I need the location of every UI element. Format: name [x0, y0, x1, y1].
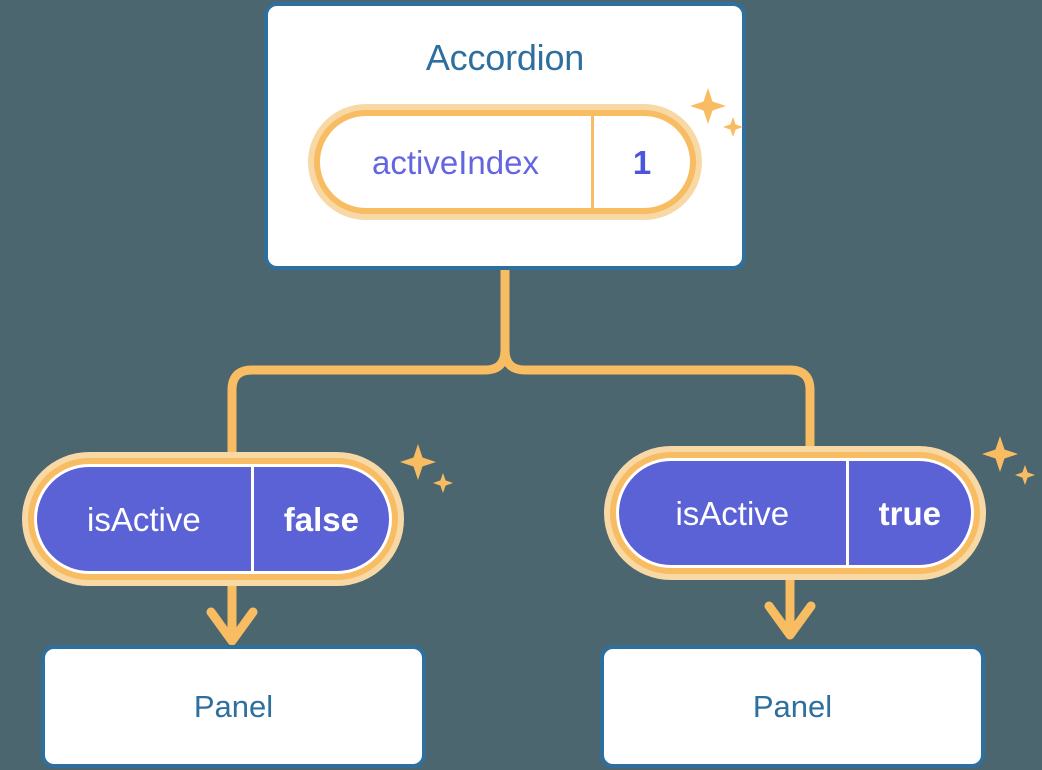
state-pill-active-index[interactable]: activeIndex 1	[308, 104, 702, 220]
state-key-label: isActive	[37, 467, 254, 571]
panel-component-card-left: Panel	[41, 645, 426, 768]
state-key-label: isActive	[619, 461, 849, 565]
state-pill-ring: activeIndex 1	[314, 110, 696, 214]
state-pill-ring: isActive true	[610, 452, 980, 574]
panel-card-title: Panel	[193, 689, 274, 724]
arrow-head-left	[206, 607, 258, 646]
state-value-label: true	[878, 494, 941, 532]
state-pill-body: isActive true	[616, 458, 974, 568]
state-value-label: false	[283, 500, 359, 538]
state-pill-body: isActive false	[34, 464, 392, 574]
arrow-head-right	[764, 601, 816, 640]
state-value-label: 1	[632, 143, 652, 181]
connector-to-left-pill	[227, 265, 510, 457]
accordion-card-title: Accordion	[425, 37, 585, 78]
state-pill-body: activeIndex 1	[320, 116, 690, 208]
state-pill-is-active-left[interactable]: isActive false	[22, 452, 404, 586]
connector-to-right-pill	[500, 265, 815, 451]
state-pill-is-active-right[interactable]: isActive true	[604, 446, 986, 580]
sparkle-icon	[400, 444, 453, 493]
sparkle-icon	[982, 436, 1035, 485]
panel-card-title: Panel	[752, 689, 833, 724]
state-key-label: activeIndex	[320, 116, 594, 208]
state-pill-ring: isActive false	[28, 458, 398, 580]
panel-component-card-right: Panel	[600, 645, 985, 768]
